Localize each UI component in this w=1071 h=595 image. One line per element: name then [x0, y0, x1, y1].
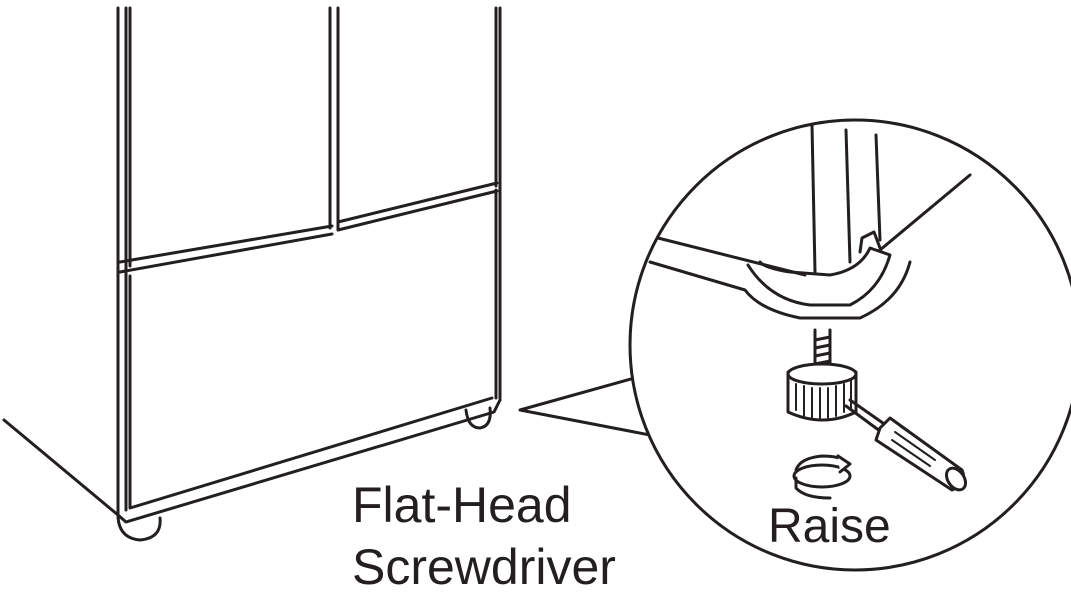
screwdriver-label-line-1: Flat-Head: [352, 477, 572, 533]
raise-label: Raise: [768, 500, 891, 553]
magnified-detail: [648, 123, 972, 500]
rotate-clockwise-icon: [792, 454, 852, 500]
leveling-knob-top: [786, 362, 858, 386]
fridge-front-edges: [124, 6, 502, 512]
cabinet-edge: [810, 123, 882, 274]
fridge-side-panel: [2, 6, 120, 517]
frame-tab: [858, 230, 882, 254]
base-frame: [648, 260, 912, 320]
french-door-left: [128, 6, 332, 268]
freezer-drawer: [128, 188, 498, 510]
base-frame-inner: [746, 246, 892, 307]
refrigerator: [2, 6, 502, 524]
front-foot-right: [464, 406, 492, 430]
fridge-base: [116, 398, 502, 524]
knob-knurling: [795, 379, 852, 420]
screwdriver-end-cap: [944, 466, 968, 492]
screwdriver-label-line-2: Screwdriver: [352, 539, 616, 595]
screwdriver: [844, 398, 968, 492]
french-door-right: [336, 6, 498, 232]
door-bottom-edge: [118, 181, 499, 274]
leveling-screw: [813, 328, 832, 372]
front-foot-left: [116, 510, 162, 542]
screwdriver-grip-lines: [891, 425, 941, 467]
magnified-view-circle: [628, 118, 1071, 572]
